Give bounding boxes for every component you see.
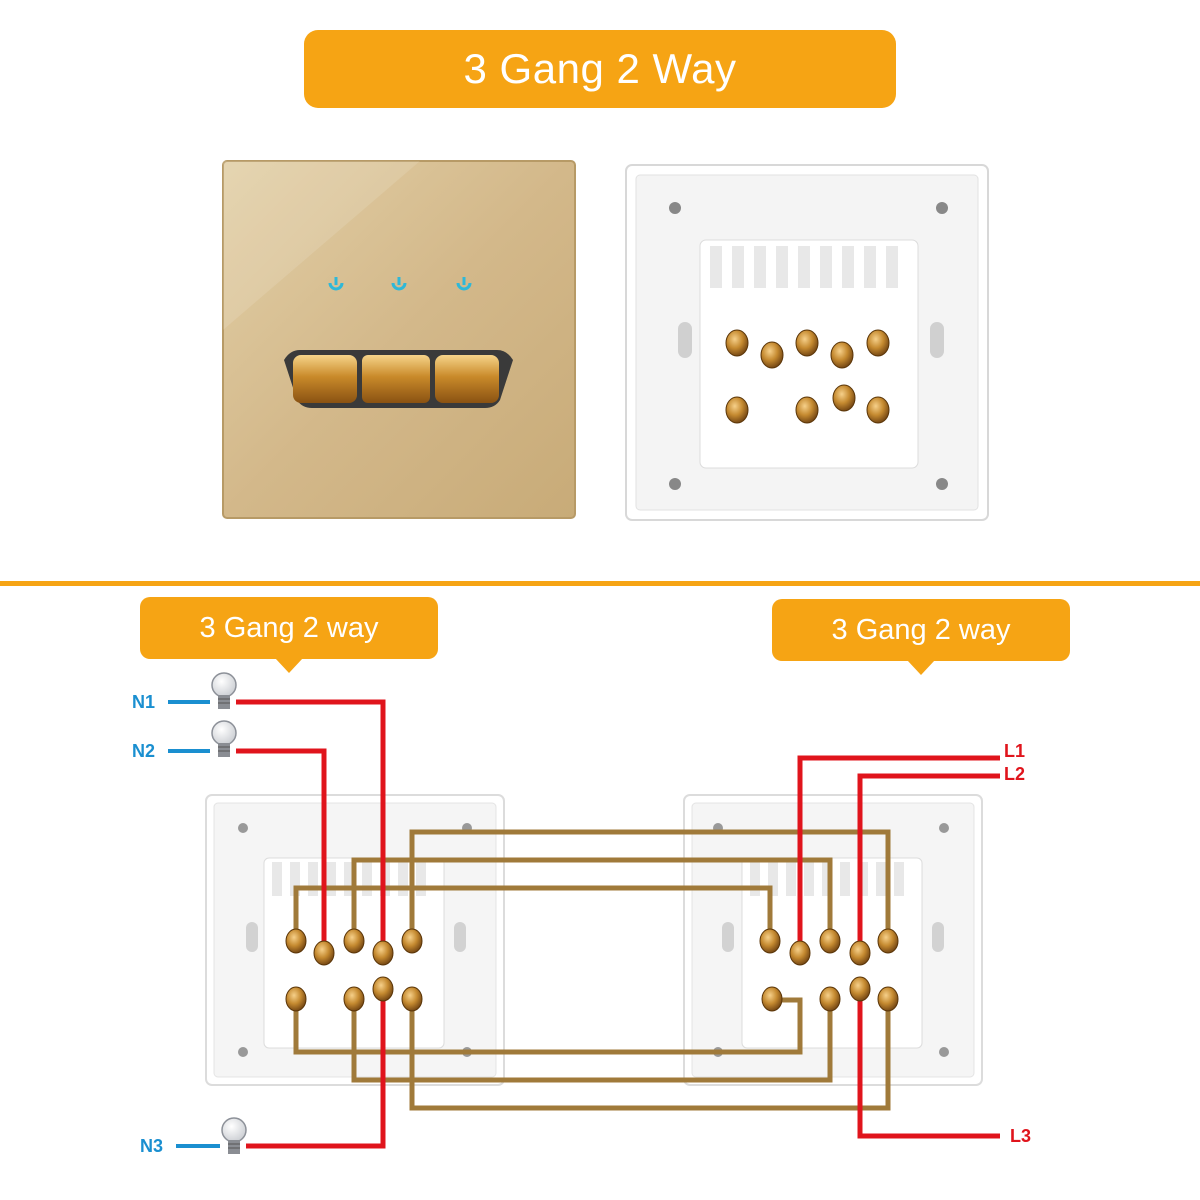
section-divider	[0, 581, 1200, 586]
power-icon	[328, 277, 344, 291]
power-icon	[391, 277, 407, 291]
left-switch-callout: 3 Gang 2 way	[140, 597, 438, 673]
light-bulb-icon	[211, 672, 237, 709]
back-panel-switch	[625, 164, 989, 521]
terminal-screws	[285, 928, 899, 1012]
front-panel-switch	[222, 160, 576, 519]
left-switch-label: 3 Gang 2 way	[199, 611, 379, 644]
light-bulb-icon	[211, 720, 237, 757]
neutral-label-n3: N3	[140, 1136, 163, 1156]
neutral-wires	[168, 700, 220, 1148]
traveller-wires	[293, 829, 891, 1111]
rocker-keys	[284, 350, 513, 408]
right-switch-callout: 3 Gang 2 way	[772, 599, 1070, 675]
power-icon	[456, 277, 472, 291]
live-label-l3: L3	[1010, 1126, 1031, 1146]
live-wires	[236, 699, 1000, 1149]
neutral-label-n2: N2	[132, 741, 155, 761]
right-switch-label: 3 Gang 2 way	[831, 613, 1011, 646]
title-banner: 3 Gang 2 Way	[304, 30, 896, 108]
neutral-label-n1: N1	[132, 692, 155, 712]
light-bulb-icon	[221, 1117, 247, 1154]
page-title: 3 Gang 2 Way	[463, 45, 737, 92]
live-label-l2: L2	[1004, 764, 1025, 784]
live-label-l1: L1	[1004, 741, 1025, 761]
terminal-screws	[725, 329, 890, 424]
